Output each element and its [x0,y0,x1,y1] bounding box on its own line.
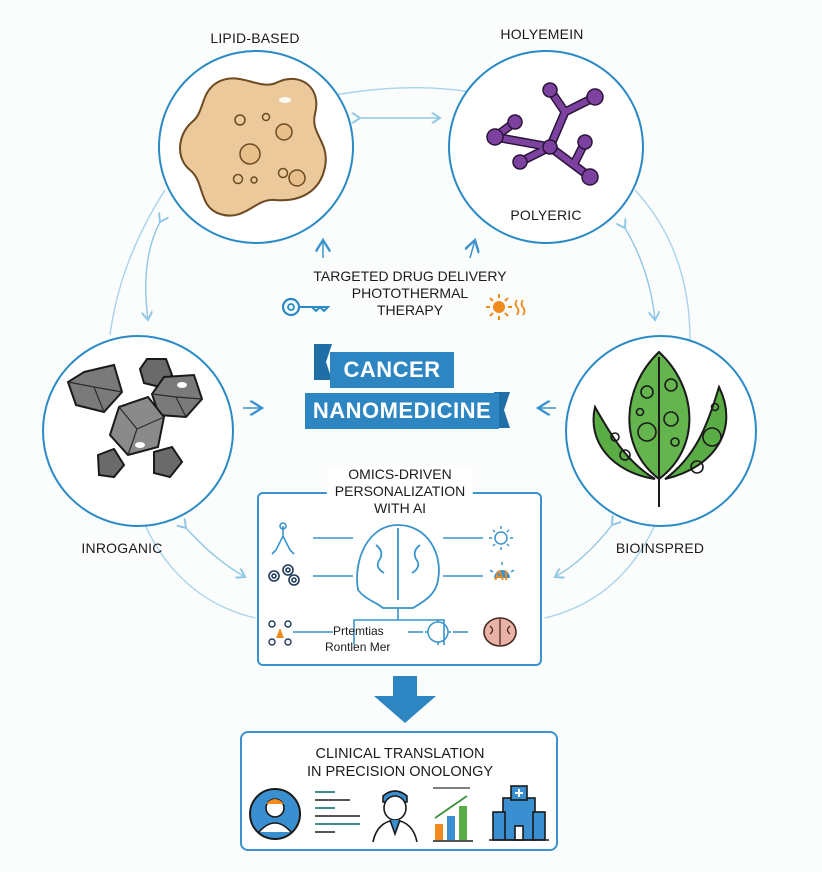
molecule-network-icon [268,620,292,646]
title-banner-line-1: CANCER [330,352,454,388]
omics-title: OMICS-DRIVEN PERSONALIZATION WITH AI [326,466,474,517]
omics-title-line-3: WITH AI [373,500,427,516]
clinical-icons [249,785,549,843]
inorganic-label: INROGANIC [81,540,163,556]
lipid-nanoparticle-icon [179,77,327,217]
therapy-line-2: PHOTOTHERMAL [351,285,469,301]
clinical-title: CLINICAL TRANSLATION IN PRECISION ONOLON… [307,745,493,781]
arrow-up-polymer [470,240,475,259]
omics-bottom-text: Prtemtias Rontlen Mer [325,623,390,655]
arc-right-top [634,189,691,341]
clinical-title-line-1: CLINICAL TRANSLATION [315,746,485,762]
brain-icon [483,617,517,647]
omics-title-line-1: OMICS-DRIVEN [348,466,452,482]
inorganic-circle[interactable] [42,335,234,527]
polymer-circle[interactable]: POLYERIC [448,50,644,244]
arc-left-top [109,189,166,336]
omics-title-line-2: PERSONALIZATION [334,483,466,499]
polymer-top-label: HOLYEMEIN [500,26,584,42]
key-icon [281,297,331,317]
bioinspired-label: BIOINSPRED [615,540,705,556]
brain-head-icon [356,524,440,609]
arc-left-bottom [144,524,256,619]
sun-heat-icon [486,294,526,320]
double-arrow-left [146,222,160,320]
report-lines-icon [315,791,360,833]
clinical-title-line-2: IN PRECISION ONOLONGY [306,764,494,780]
title-banner-line-2: NANOMEDICINE [305,393,499,429]
polymer-molecule-icon [486,82,604,186]
double-arrow-bottom-left [186,528,245,577]
lipid-circle[interactable] [158,50,354,244]
arc-top [334,86,471,96]
ai-lamp-icon [489,562,515,578]
cells-icon [268,564,300,586]
gear-chip-icon [425,619,451,645]
therapies-text: TARGETED DRUG DELIVERY PHOTOTHERMAL THER… [313,268,506,319]
down-arrow-icon [374,676,436,723]
doctor-icon [372,790,418,843]
omics-bottom-line-1: Prtemtias [333,624,384,638]
patient-icon [249,788,301,840]
ai-badge: AI [494,567,508,583]
therapy-line-3: THERAPY [376,302,444,318]
arc-right-bottom [544,524,656,619]
sun-icon [489,526,513,550]
omics-diagram [268,522,517,647]
therapy-line-1: TARGETED DRUG DELIVERY [313,268,507,284]
leaf-icon [592,350,728,507]
polymer-inner-label: POLYERIC [510,207,582,223]
bioinspired-circle[interactable] [565,335,757,527]
hospital-icon [489,785,549,841]
growth-chart-icon [433,787,473,842]
antibody-icon [271,522,295,555]
omics-bottom-line-2: Rontlen Mer [325,640,391,654]
inorganic-crystals-icon [66,358,204,479]
lipid-label: LIPID-BASED [210,30,300,46]
double-arrow-bottom-right [555,525,612,577]
double-arrow-right [625,228,655,320]
